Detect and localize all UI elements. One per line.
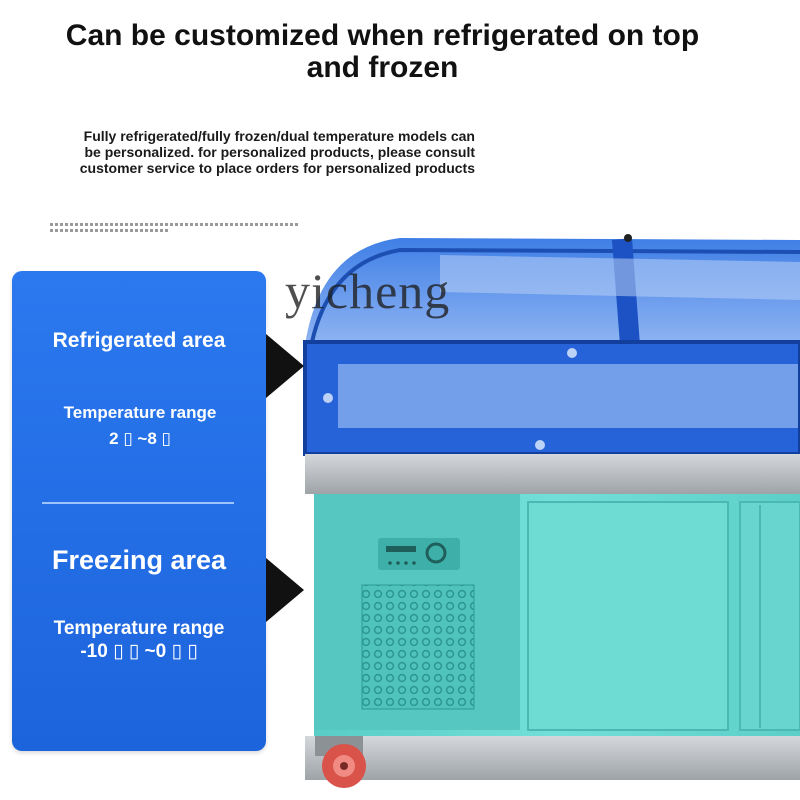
brand-watermark: yicheng xyxy=(285,263,451,319)
panel-divider xyxy=(42,502,234,504)
refrigerated-area-title: Refrigerated area xyxy=(52,329,226,352)
freezing-area-title: Freezing area xyxy=(51,545,227,575)
page-headline: Can be customized when refrigerated on t… xyxy=(65,19,700,84)
customization-description: Fully refrigerated/fully frozen/dual tem… xyxy=(79,128,475,176)
pointer-arrow-refrigerated xyxy=(266,334,304,398)
pointer-arrow-freezing xyxy=(266,558,304,622)
refrigerated-temperature-range: Temperature range 2 ▯ ~8 ▯ xyxy=(63,403,217,448)
fine-print-decoration xyxy=(50,223,300,235)
freezing-temperature-range: Temperature range -10 ▯ ▯ ~0 ▯ ▯ xyxy=(53,618,225,662)
temperature-zones-panel: Refrigerated area Temperature range 2 ▯ … xyxy=(12,271,266,751)
